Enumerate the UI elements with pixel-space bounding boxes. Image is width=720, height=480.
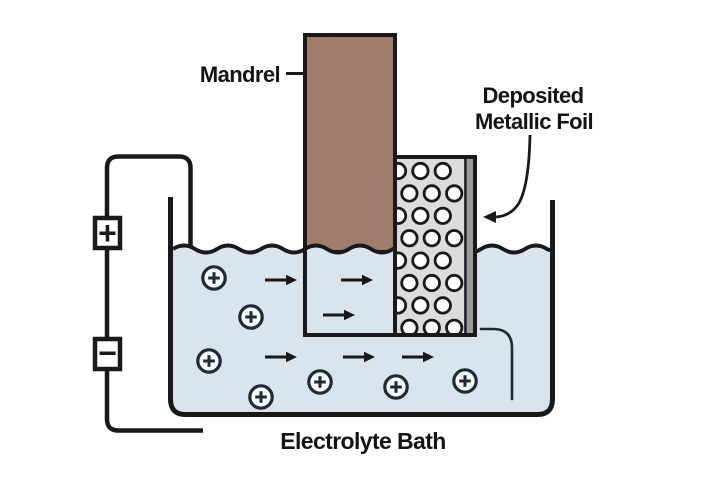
foil-dot bbox=[400, 318, 419, 333]
foil-dot bbox=[422, 184, 441, 203]
foil-dot bbox=[422, 273, 441, 293]
foil-dot bbox=[445, 273, 464, 293]
flow-arrow-right-icon bbox=[265, 351, 297, 363]
foil-dot bbox=[411, 206, 430, 225]
bath-leader-line bbox=[479, 327, 514, 401]
arrow-left-icon bbox=[483, 211, 496, 223]
flow-arrow-head bbox=[344, 309, 355, 321]
cathode-wire bbox=[104, 371, 203, 433]
positive-ion bbox=[196, 348, 222, 374]
flow-arrow-head bbox=[364, 351, 375, 363]
foil-dot bbox=[422, 318, 441, 333]
foil-dot bbox=[397, 206, 408, 225]
flow-arrow-head bbox=[423, 351, 434, 363]
mandrel bbox=[303, 33, 397, 254]
mandrel-label: Mandrel bbox=[200, 62, 280, 87]
foil-border bbox=[393, 155, 477, 337]
flow-arrow-right-icon bbox=[323, 309, 355, 321]
plus-icon: + bbox=[98, 215, 117, 251]
foil-leader-line bbox=[494, 134, 532, 219]
positive-ion bbox=[201, 265, 227, 291]
minus-icon: − bbox=[98, 335, 117, 371]
electrolyte-bath-label: Electrolyte Bath bbox=[280, 428, 446, 454]
foil-dot bbox=[411, 251, 430, 270]
foil-dot bbox=[433, 251, 452, 270]
foil-dot bbox=[400, 229, 419, 248]
foil-dot bbox=[445, 229, 464, 248]
foil-dot bbox=[397, 161, 408, 181]
battery-positive-terminal: + bbox=[92, 215, 123, 251]
tank bbox=[168, 197, 555, 417]
flow-arrow-head bbox=[286, 351, 297, 363]
foil-label-line2: Metallic Foil bbox=[475, 109, 593, 134]
battery-negative-terminal: − bbox=[92, 335, 123, 372]
foil-dot bbox=[445, 184, 464, 203]
positive-ion bbox=[307, 369, 333, 395]
flow-arrows-layer bbox=[265, 274, 434, 363]
foil-dots bbox=[397, 161, 464, 333]
foil-dot bbox=[433, 161, 452, 181]
foil-dot bbox=[400, 184, 419, 203]
flow-arrow-right-icon bbox=[341, 274, 373, 286]
foil-dot bbox=[445, 318, 464, 333]
foil-dot bbox=[397, 251, 408, 270]
positive-ion bbox=[383, 374, 409, 400]
foil-dot bbox=[411, 296, 430, 315]
anode-wire bbox=[104, 154, 193, 247]
foil-dot bbox=[411, 161, 430, 181]
positive-ion bbox=[238, 304, 264, 330]
negative-terminal-box bbox=[92, 336, 123, 372]
foil-label-line1: Deposited bbox=[483, 83, 584, 108]
foil-dot bbox=[422, 229, 441, 248]
ions-layer bbox=[196, 265, 478, 410]
flow-arrow-head bbox=[286, 274, 297, 286]
foil-dot bbox=[400, 273, 419, 293]
waterline bbox=[171, 243, 555, 255]
foil-dot bbox=[433, 206, 452, 225]
deposited-metallic-foil bbox=[393, 155, 477, 337]
foil-dot bbox=[433, 296, 452, 315]
foil-strip bbox=[466, 159, 474, 333]
flow-arrow-head bbox=[362, 274, 373, 286]
foil-leader-arrow bbox=[483, 134, 532, 223]
positive-ion bbox=[452, 368, 478, 394]
flow-arrow-right-icon bbox=[343, 351, 375, 363]
positive-ion bbox=[248, 384, 274, 410]
flow-arrow-right-icon bbox=[402, 351, 434, 363]
flow-arrow-right-icon bbox=[265, 274, 297, 286]
positive-terminal-box bbox=[92, 215, 123, 251]
foil-dot bbox=[397, 296, 408, 315]
